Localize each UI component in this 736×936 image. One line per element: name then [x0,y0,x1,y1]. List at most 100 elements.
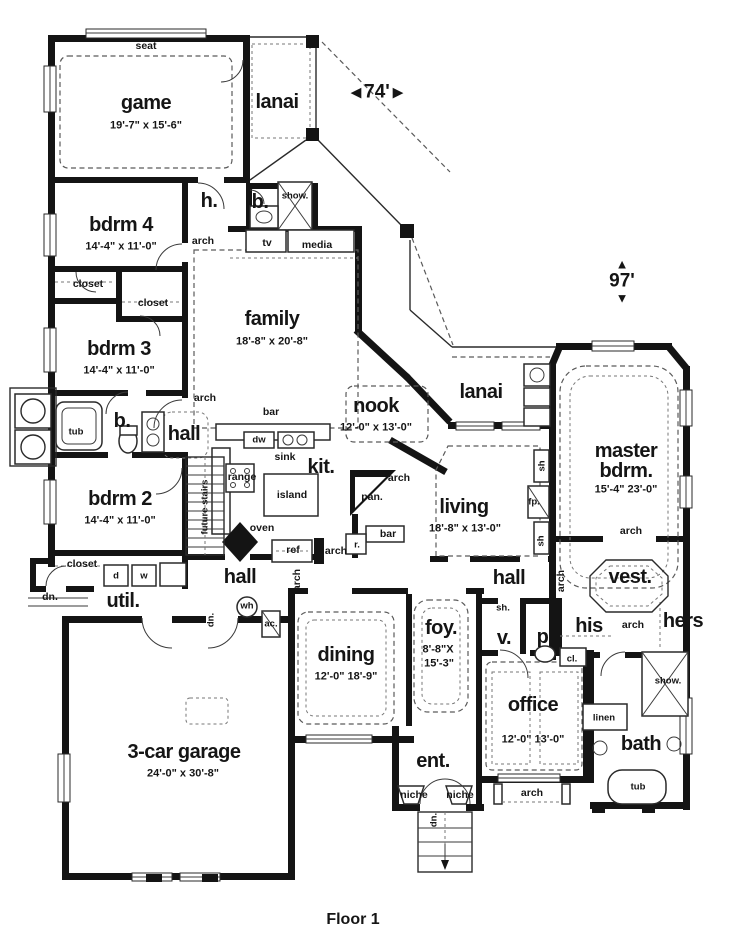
feature-label-range: range [227,470,257,483]
feature-label-pan: pan. [361,490,383,503]
room-label-bdrm4: bdrm 4 [89,214,153,236]
feature-label-dn-mid: dn. [205,612,217,628]
door-arcs [45,59,626,805]
room-label-b-top: b. [251,191,269,213]
feature-label-sh-2: sh [535,535,547,547]
washer-icon [131,564,157,587]
floor-title: Floor 1 [326,911,380,928]
room-label-b-left: b. [113,410,131,432]
room-label-master-1: master [594,440,658,462]
feature-label-dryer: d [113,570,119,582]
oven-fixture [222,522,258,562]
room-label-foy: foy. [424,617,458,639]
feature-label-arch-2: arch [193,391,217,404]
room-label-v: v. [496,627,512,649]
feature-label-shower-bottom: show. [654,675,682,687]
entry-steps [417,811,473,873]
room-label-hers: hers [662,610,704,632]
room-label-family: family [244,308,300,330]
room-label-game: game [120,92,172,114]
room-label-bdrm2: bdrm 2 [88,488,152,510]
feature-label-niche-1: niche [400,788,428,801]
tub-left-fixture [55,401,103,451]
room-label-living: living [439,496,489,518]
height-marker-value: 97' [609,270,635,292]
lanai-screen-lines [249,36,556,358]
arrow-up-icon: ▲ [615,256,629,272]
feature-label-seat: seat [135,39,157,52]
room-dims-office: 12'-0" 13'-0" [501,733,565,746]
feature-label-niche-2: niche [446,788,474,801]
feature-label-dw: dw [252,434,266,446]
room-dims-dining: 12'-0" 18'-9" [314,670,378,683]
room-label-office: office [507,694,559,716]
feature-label-arch-9: arch [619,524,643,537]
room-dims-garage: 24'-0" x 30'-8" [147,767,219,780]
room-label-bdrm3: bdrm 3 [87,338,151,360]
feature-label-tub-bottom: tub [630,781,646,793]
feature-label-tub-left: tub [68,426,84,438]
feature-label-bar-1: bar [262,405,280,418]
height-marker: ▲ 97' ▼ [609,258,635,305]
feature-label-arch-1: arch [191,234,215,247]
feature-label-ref: ref [286,543,300,556]
width-marker-value: 74' [364,81,390,103]
vest-octagon [589,559,669,613]
feature-label-arch-8: arch [520,786,544,799]
fixtures [9,181,689,873]
feature-label-cl: cl. [566,653,578,665]
room-dims-foy-2: 15'-3" [424,657,454,670]
feature-label-sh-1: sh [536,460,548,472]
feature-label-arch-3: arch [387,471,411,484]
room-dims-bdrm2: 14'-4" x 11'-0" [84,514,156,527]
room-label-util: util. [106,590,140,612]
room-label-dining: dining [317,644,375,666]
feature-label-future-stairs: future stairs [199,479,211,535]
niche-right [445,785,473,805]
room-label-garage: 3-car garage [127,741,241,763]
room-label-nook: nook [353,395,399,417]
feature-label-oven: oven [249,521,275,534]
laundry-tub-icon [159,562,187,587]
room-label-kit: kit. [307,456,335,478]
room-dims-nook: 12'-0" x 13'-0" [340,421,412,434]
room-label-vest: vest. [608,566,652,588]
room-label-ent: ent. [416,750,450,772]
room-dims-bdrm3: 14'-4" x 11'-0" [83,364,155,377]
room-label-lanai-right: lanai [459,381,503,403]
arrow-down-icon: ▼ [615,290,629,306]
feature-label-dn-left: dn. [42,590,58,603]
feature-label-ac: ac. [264,618,278,630]
feature-label-linen: linen [592,712,616,724]
feature-label-shower-top: show. [281,190,309,202]
feature-label-wh: wh [240,600,254,612]
columns [146,35,655,882]
room-dims-family: 18'-8" x 20'-8" [236,335,308,348]
room-label-lanai-top: lanai [255,91,299,113]
room-dims-bdrm4: 14'-4" x 11'-0" [85,240,157,253]
feature-label-sh-3: sh. [496,602,510,614]
room-label-master-2: bdrm. [599,460,653,482]
feature-label-closet-2: closet [137,296,169,309]
linen-fixture [582,703,628,731]
island-fixture [263,473,319,517]
room-label-hall-lower: hall [223,566,257,588]
dashed-outlines [55,55,679,771]
feature-label-arch-6: arch [554,569,567,593]
room-label-bath: bath [620,733,662,755]
windows [43,28,693,882]
feature-label-r: r. [354,539,360,551]
room-dims-living: 18'-8" x 13'-0" [429,522,501,535]
ref-fixture [271,539,313,563]
water-heater-icon [236,596,258,618]
feature-label-closet-3: closet [66,557,98,570]
future-stairs-fixture [185,456,225,556]
feature-label-island: island [276,488,308,501]
dishwasher-icon [243,431,275,449]
niche-left [397,785,425,805]
arrow-right-icon: ▶ [392,84,403,100]
room-label-h: h. [200,190,218,212]
feature-label-arch-4: arch [324,544,348,557]
feature-label-media: media [301,238,333,251]
